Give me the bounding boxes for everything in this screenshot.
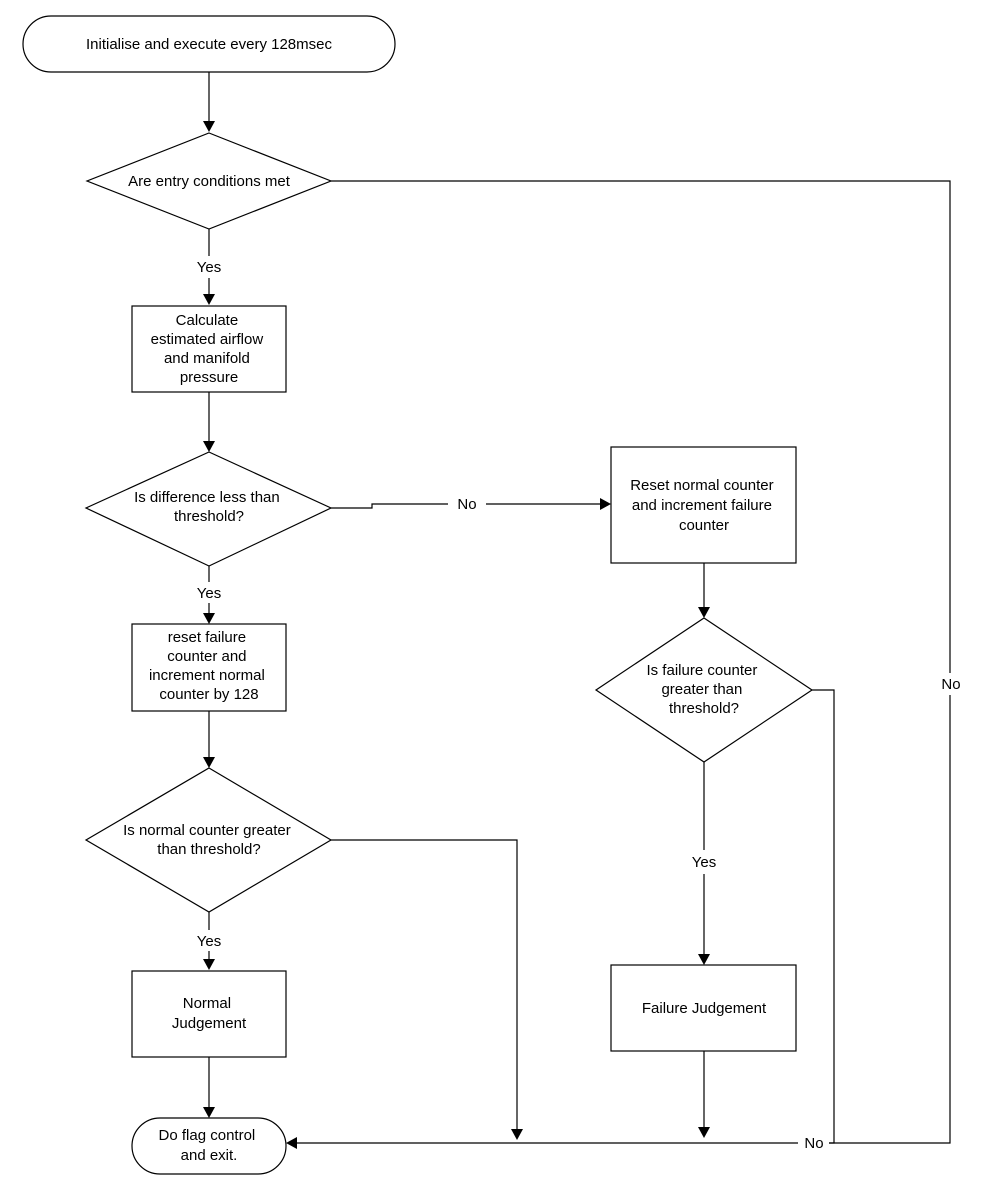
end-label: Do flag control and exit. <box>159 1127 260 1164</box>
normal-judgement-label: Normal Judgement <box>172 995 247 1032</box>
arrowheads <box>203 121 710 1149</box>
reset-normal-process <box>610 446 797 564</box>
difference-no-label: No <box>457 496 476 513</box>
reset-failure-process <box>131 623 287 712</box>
arrowhead-failcheck <box>698 607 710 618</box>
start-label: Initialise and execute every 128msec <box>86 36 332 53</box>
normal-counter-decision <box>84 767 333 913</box>
entry-conditions-label: Are entry conditions met <box>128 173 291 190</box>
arrowhead-end-return <box>286 1137 297 1149</box>
normal-counter-label: Is normal counter greater than threshold… <box>123 822 295 858</box>
difference-decision <box>84 451 333 567</box>
failure-judgement-label: Failure Judgement <box>642 1000 767 1017</box>
reset-normal-label: Reset normal counter and increment failu… <box>630 477 778 534</box>
end-terminator <box>131 1117 287 1175</box>
difference-label: Is difference less than threshold? <box>134 489 284 525</box>
connector-entry-no-lower <box>829 695 951 1144</box>
reset-failure-label: reset failure counter and increment norm… <box>149 629 269 703</box>
entry-conditions-decision <box>85 132 333 230</box>
entry-no-label: No <box>941 676 960 693</box>
arrowhead-failjudge <box>698 954 710 965</box>
failure-yes-label: Yes <box>692 854 716 871</box>
arrowhead-entry <box>203 121 215 132</box>
calculate-process <box>131 305 287 393</box>
connectors <box>208 72 951 1144</box>
normal-judgement-process <box>131 970 287 1058</box>
connector-normal-no <box>331 839 518 1130</box>
failure-judgement-process <box>610 964 797 1052</box>
start-terminator <box>22 15 396 73</box>
arrowhead-end <box>203 1107 215 1118</box>
entry-yes-label: Yes <box>197 259 221 276</box>
arrowhead-calc <box>203 294 215 305</box>
arrowhead-failjudge-down <box>698 1127 710 1138</box>
calculate-label: Calculate estimated airflow and manifold… <box>151 312 268 386</box>
arrowhead-normaljudge <box>203 959 215 970</box>
failure-counter-label: Is failure counter greater than threshol… <box>646 662 761 717</box>
difference-yes-label: Yes <box>197 585 221 602</box>
arrowhead-diff <box>203 441 215 452</box>
connector-fail-no <box>812 689 835 1144</box>
connector-entry-no-upper <box>331 180 951 673</box>
arrowhead-resetfailure <box>203 613 215 624</box>
failure-counter-decision <box>594 617 814 763</box>
arrowhead-normalcheck <box>203 757 215 768</box>
arrowhead-resetnormal <box>600 498 611 510</box>
normal-yes-label: Yes <box>197 933 221 950</box>
connector-diff-no-left <box>331 503 448 509</box>
arrowhead-normal-no <box>511 1129 523 1140</box>
failure-no-label: No <box>804 1135 823 1152</box>
